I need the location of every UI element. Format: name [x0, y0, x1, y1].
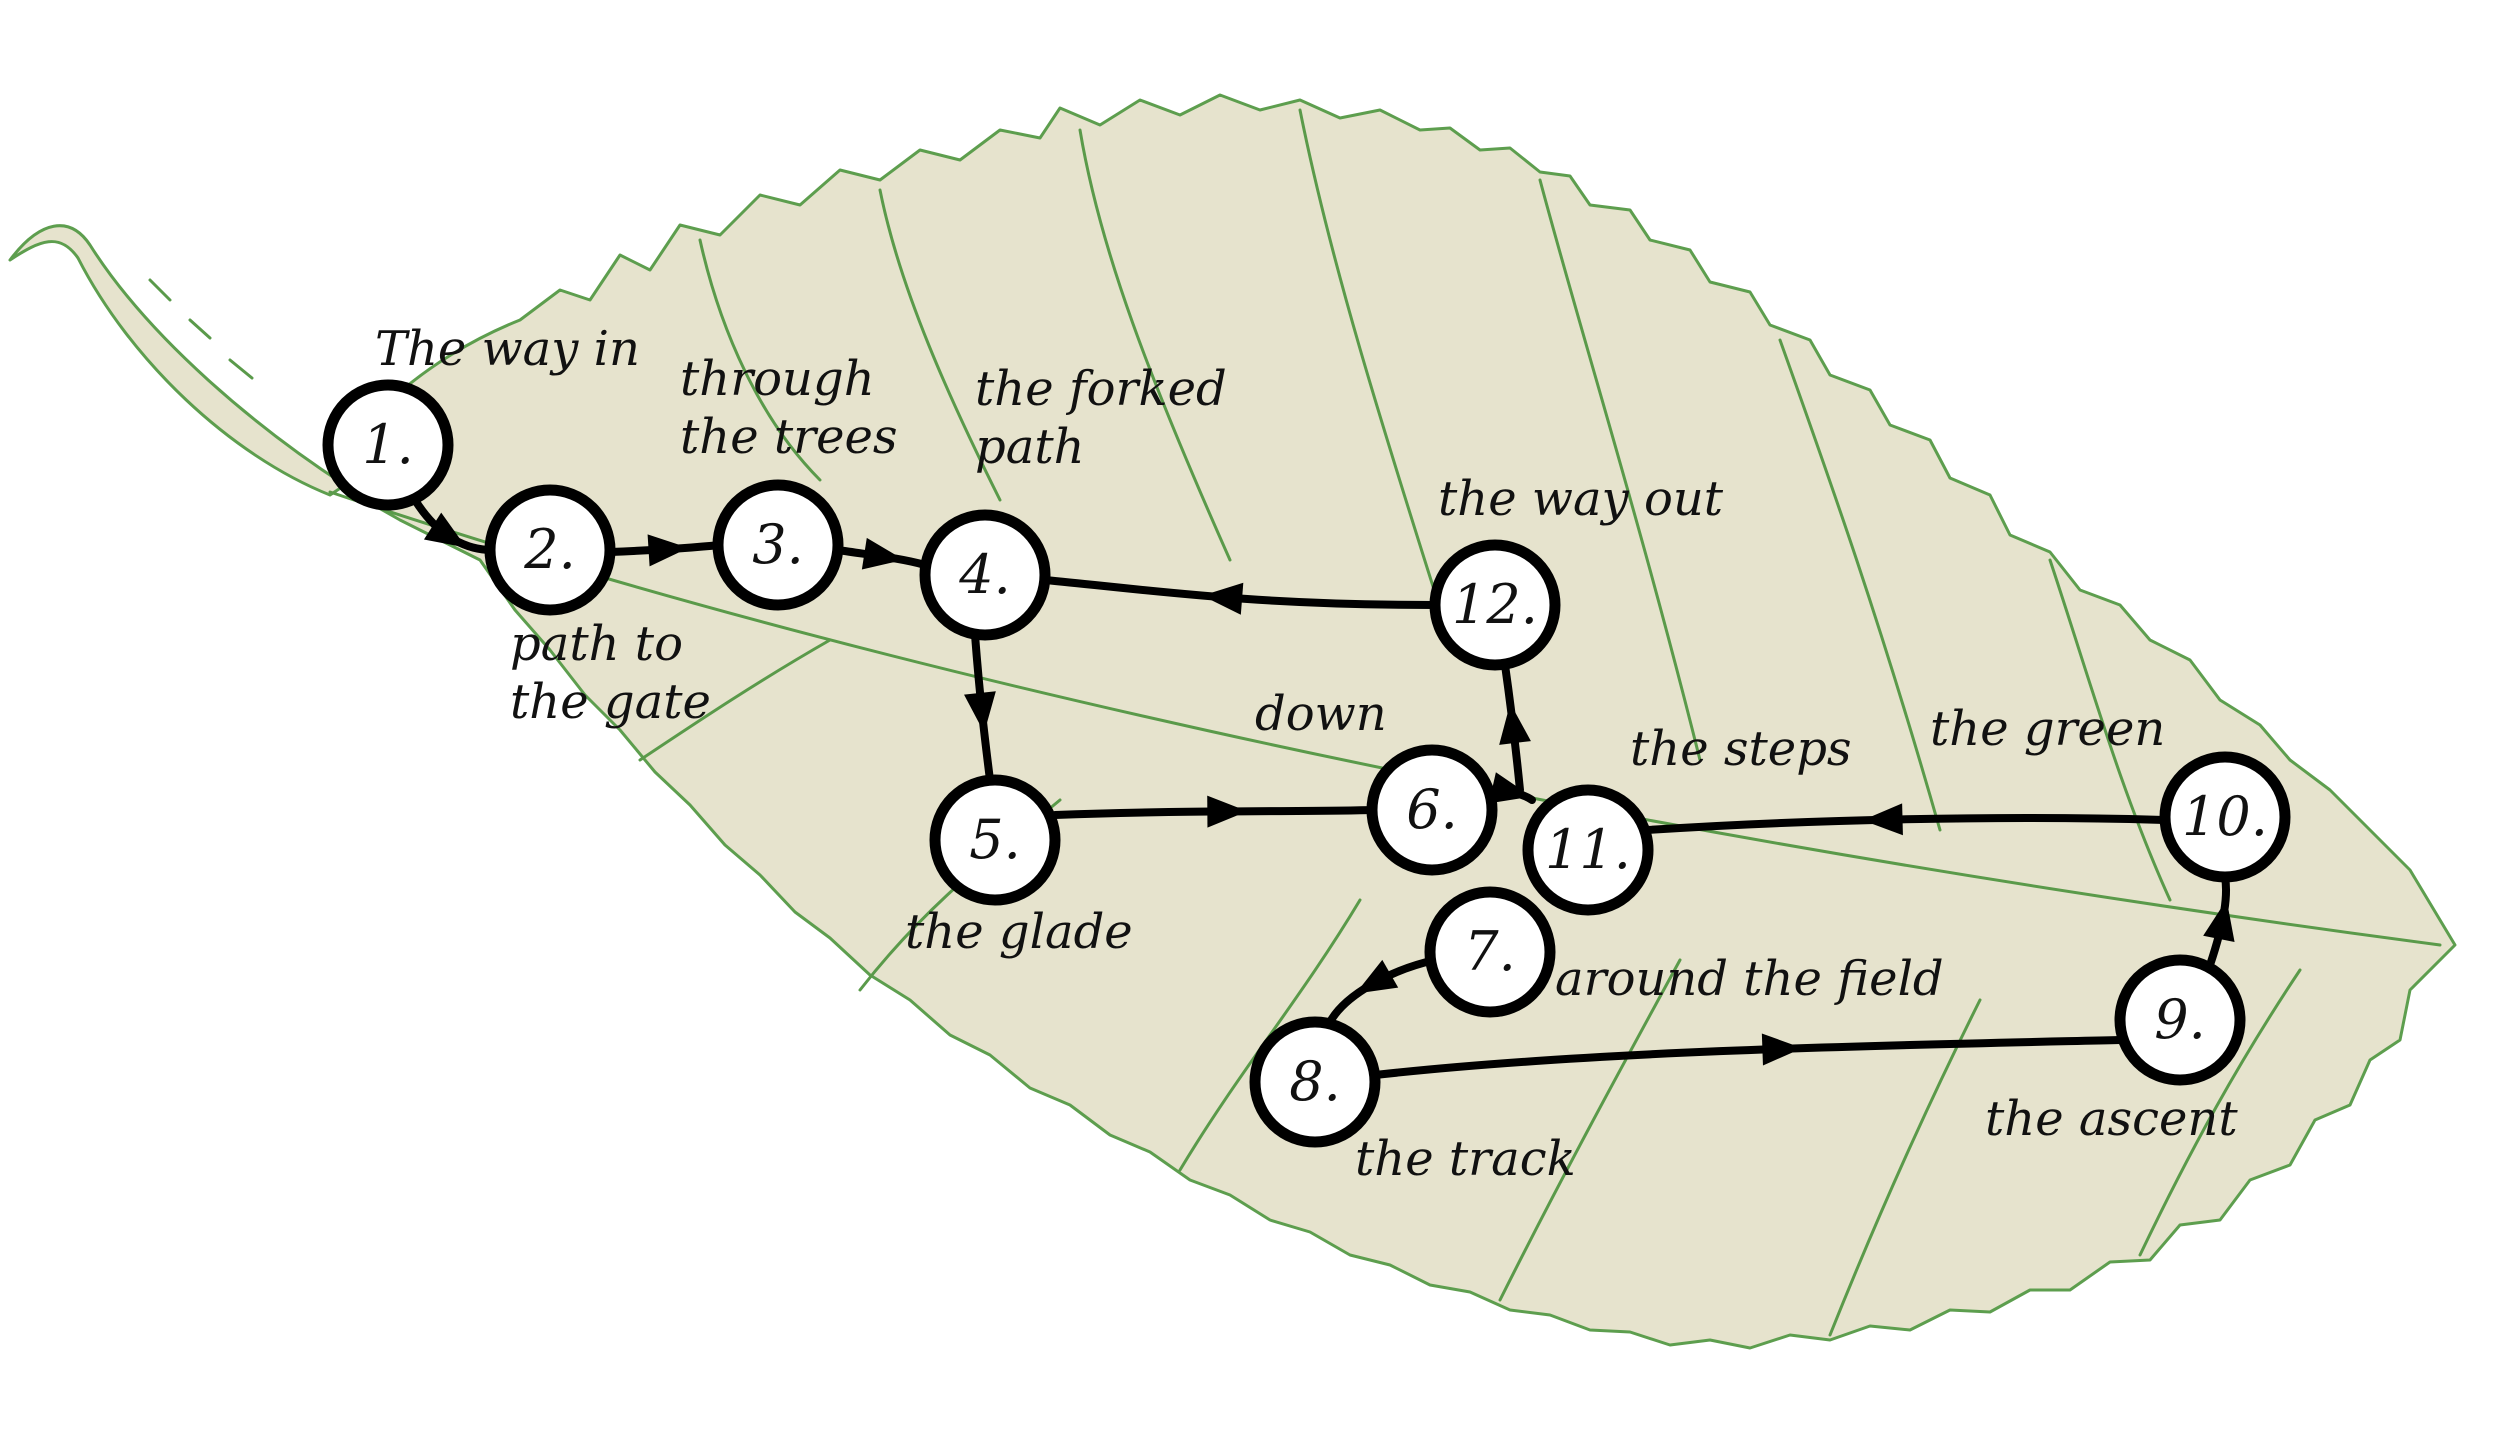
stop-6-number: 6. [1406, 778, 1458, 841]
trail-stops: 1. 2. 3. 4. 5. 6. 7. 8. 9. 10. 11. 12. [322, 379, 2291, 1148]
stop-7: 7. [1424, 886, 1556, 1018]
stop-3: 3. [712, 479, 844, 611]
stop-3-circle [712, 479, 844, 611]
stop-11-circle [1522, 784, 1654, 916]
stop-8: 8. [1249, 1016, 1381, 1148]
direction-arrow-9-to-10 [2203, 899, 2235, 942]
stop-1: 1. [322, 379, 454, 511]
direction-arrow-5-to-6 [1207, 795, 1248, 828]
stop-6: 6. [1366, 744, 1498, 876]
stop-1-circle [322, 379, 454, 511]
stop-9-circle [2114, 954, 2246, 1086]
stop-5-number: 5. [969, 808, 1021, 871]
stop-5-circle [929, 774, 1061, 906]
stop-12-circle [1429, 539, 1561, 671]
stop-4: 4. [919, 509, 1051, 641]
direction-arrow-7-to-8 [1355, 959, 1399, 994]
stop-12-name: the way out [1438, 471, 1724, 527]
stop-1-name: The way in [375, 321, 640, 377]
stop-10-number: 10. [2182, 785, 2268, 848]
stop-2-number: 2. [523, 518, 576, 581]
stop-11-name: the steps [1630, 721, 1852, 777]
stop-9-number: 9. [2154, 988, 2206, 1051]
stop-6-name: down [1255, 686, 1387, 742]
stop-2: 2. [484, 484, 616, 616]
stop-4-circle [919, 509, 1051, 641]
stop-6-circle [1366, 744, 1498, 876]
stop-10: 10. [2159, 751, 2291, 883]
stop-4-number: 4. [958, 543, 1011, 606]
stop-12: 12. [1429, 539, 1561, 671]
stop-2-circle [484, 484, 616, 616]
leaf-shape [328, 93, 2457, 1350]
stop-9-name: the ascent [1985, 1091, 2238, 1147]
leaf-stem [8, 224, 347, 497]
stop-12-number: 12. [1452, 573, 1538, 636]
direction-arrow-3-to-4 [861, 537, 904, 570]
stop-1-number: 1. [362, 413, 414, 476]
direction-arrow-12-to-4 [1202, 582, 1244, 615]
stop-9: 9. [2114, 954, 2246, 1086]
stop-11: 11. [1522, 784, 1654, 916]
stop-8-number: 8. [1289, 1050, 1341, 1113]
stop-7-number: 7. [1464, 920, 1516, 983]
stop-7-name: around the field [1555, 951, 1944, 1007]
direction-arrow-2-to-3 [647, 534, 689, 567]
direction-arrow-6-to-11 [1488, 772, 1532, 804]
stop-7-circle [1424, 886, 1556, 1018]
stop-5: 5. [929, 774, 1061, 906]
stop-10-name: the green [1930, 701, 2165, 757]
direction-arrow-10-to-11 [1862, 803, 1903, 836]
stop-10-circle [2159, 751, 2291, 883]
direction-arrow-4-to-5 [964, 691, 996, 733]
direction-arrow-11-to-12 [1499, 703, 1531, 745]
stop-3-number: 3. [752, 513, 804, 576]
trail-connections [411, 496, 2235, 1079]
stop-8-circle [1249, 1016, 1381, 1148]
stop-11-number: 11. [1545, 818, 1631, 881]
connection-8-to-9 [1371, 1036, 2124, 1079]
stop-5-name: the glade [905, 904, 1133, 960]
direction-arrow-1-to-2 [423, 512, 467, 548]
stop-8-name: the track [1355, 1131, 1576, 1187]
direction-arrow-8-to-9 [1761, 1033, 1803, 1066]
